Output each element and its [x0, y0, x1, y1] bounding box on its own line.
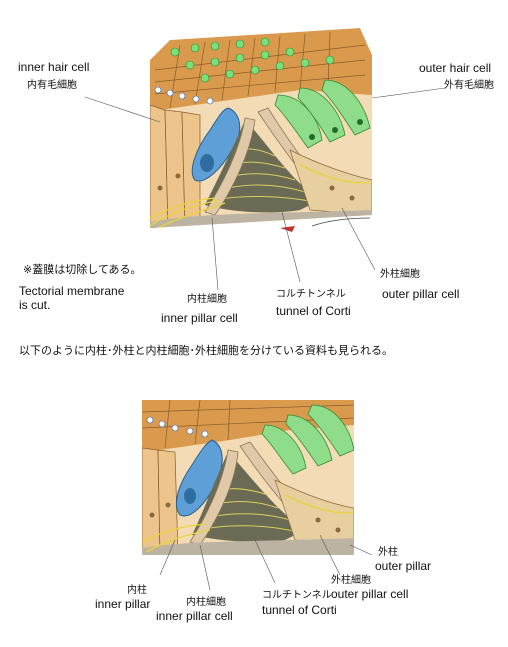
- inner-pillar-cell-label-ja: 内柱細胞: [187, 294, 227, 305]
- outer-pillar-label-ja: 外柱: [378, 547, 398, 558]
- outer-hair-cell-label-ja: 外有毛細胞: [444, 80, 494, 91]
- outer-pillar-label-en: outer pillar: [375, 559, 432, 573]
- caption: 以下のように内柱･外柱と内柱細胞･外柱細胞を分けている資料も見られる。: [19, 344, 393, 357]
- inner-pillar-cell-label-en: inner pillar cell: [161, 311, 238, 325]
- tectorial-note-en-line1: Tectorial membrane: [19, 284, 125, 298]
- tectorial-note-ja: ※蓋膜は切除してある。: [23, 263, 142, 276]
- outer-pillar-cell-label-ja: 外柱細胞: [380, 269, 420, 280]
- fig2-outer-pillar-cell-label-ja: 外柱細胞: [331, 575, 371, 586]
- outer-pillar-cell-label-en: outer pillar cell: [382, 287, 460, 301]
- inner-hair-cell-label-ja: 内有毛細胞: [27, 80, 77, 91]
- inner-pillar-label-ja: 内柱: [127, 585, 147, 596]
- fig2-inner-pillar-cell-label-ja: 内柱細胞: [186, 597, 226, 608]
- outer-hair-cell-label-en: outer hair cell: [419, 61, 492, 75]
- inner-pillar-label-en: inner pillar: [95, 597, 151, 611]
- organ-of-corti-illustration-2: [142, 400, 373, 591]
- organ-of-corti-illustration-1: [84, 28, 446, 291]
- fig2-tunnel-of-corti-label-en: tunnel of Corti: [262, 603, 337, 617]
- tunnel-of-corti-label-ja: コルチトンネル: [276, 289, 346, 300]
- fig2-outer-pillar-cell-label-en: outer pillar cell: [331, 587, 409, 601]
- fig2-tunnel-of-corti-label-ja: コルチトンネル: [262, 590, 332, 601]
- fig2-inner-pillar-cell-label-en: inner pillar cell: [156, 609, 233, 623]
- tectorial-note-en-line2: is cut.: [19, 298, 51, 312]
- tunnel-of-corti-label-en: tunnel of Corti: [276, 304, 351, 318]
- inner-hair-cell-label-en: inner hair cell: [18, 60, 90, 74]
